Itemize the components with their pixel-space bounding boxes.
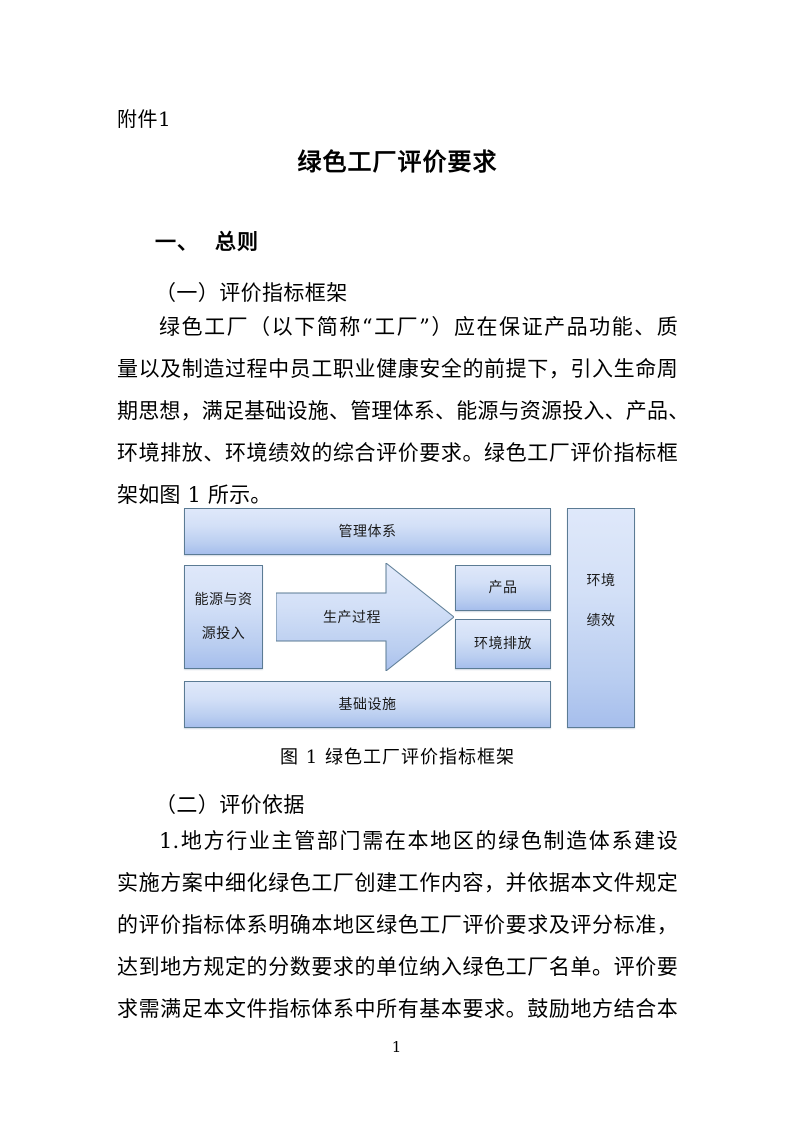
paragraph-1: 绿色工厂（以下简称“工厂”）应在保证产品功能、质 量以及制造过程中员工职业健康安… [117,306,690,516]
paragraph-line: 架如图 1 所示。 [117,483,272,507]
attachment-label: 附件1 [117,107,172,131]
paragraph-line: 环境排放、环境绩效的综合评价要求。绿色工厂评价指标框 [117,441,678,465]
section-number: 一、 [155,231,199,254]
figure-box-label-line: 绩效 [586,613,616,629]
subsection-heading-1: （一）评价指标框架 [155,281,348,305]
figure-box-product: 产品 [455,565,551,611]
paragraph-line: 期思想，满足基础设施、管理体系、能源与资源投入、产品、 [117,399,690,423]
figure-box-management-system: 管理体系 [184,508,551,555]
figure-box-energy-resource-input: 能源与资 源投入 [184,565,263,669]
paragraph-line: 量以及制造过程中员工职业健康安全的前提下，引入生命周 [117,357,678,381]
figure-caption: 图 1 绿色工厂评价指标框架 [280,747,515,768]
figure-box-environmental-performance: 环境 绩效 [567,508,635,728]
block-arrow-icon [276,563,454,671]
figure-box-infrastructure: 基础设施 [184,681,551,728]
figure-box-environmental-emission: 环境排放 [455,619,551,669]
figure-box-label-line: 源投入 [201,626,246,642]
paragraph-line: 1.地方行业主管部门需在本地区的绿色制造体系建设 [159,829,678,853]
figure-evaluation-framework: 管理体系 能源与资 源投入 [184,508,635,740]
paragraph-line: 的评价指标体系明确本地区绿色工厂评价要求及评分标准， [117,913,678,937]
figure-box-label-line: 能源与资 [194,592,253,608]
figure-arrow-production-process: 生产过程 [276,563,454,671]
section-title: 总则 [215,231,259,254]
page-number: 1 [391,1038,402,1056]
paragraph-line: 求需满足本文件指标体系中所有基本要求。鼓励地方结合本 [117,997,678,1021]
section-heading-1: 一、总则 [117,226,259,260]
subsection-heading-2: （二）评价依据 [155,793,305,817]
figure-box-label-line: 环境 [586,573,616,589]
page-title: 绿色工厂评价要求 [297,149,498,176]
paragraph-line: 实施方案中细化绿色工厂创建工作内容，并依据本文件规定 [117,871,678,895]
paragraph-line: 达到地方规定的分数要求的单位纳入绿色工厂名单。评价要 [117,955,678,979]
paragraph-line: 绿色工厂（以下简称“工厂”）应在保证产品功能、质 [159,315,678,339]
paragraph-2: 1.地方行业主管部门需在本地区的绿色制造体系建设 实施方案中细化绿色工厂创建工作… [117,820,678,1030]
